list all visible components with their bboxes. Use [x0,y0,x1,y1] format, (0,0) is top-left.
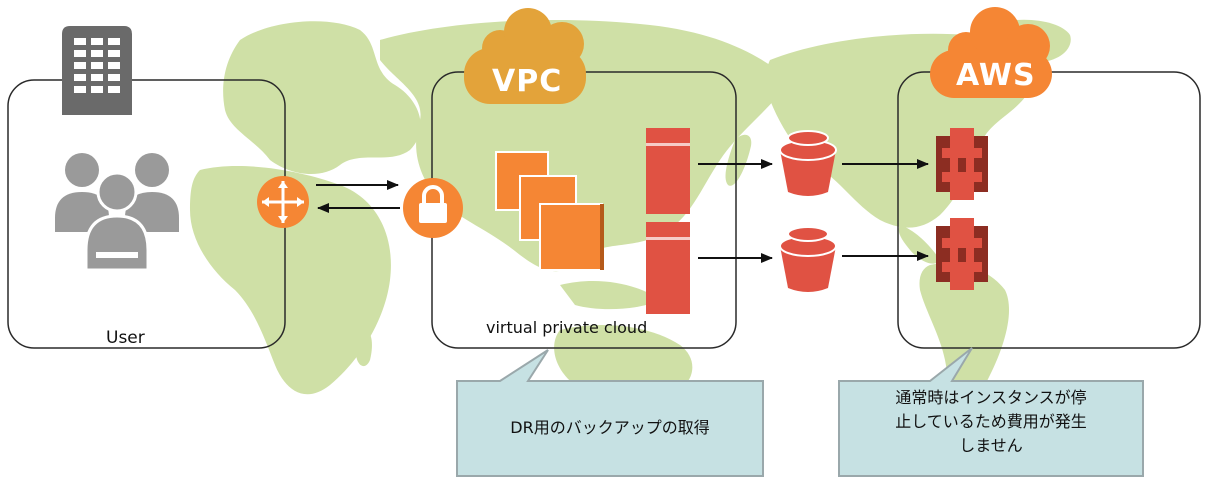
vpc-cloud-badge [464,8,586,104]
callout-left-shape [456,349,764,477]
callout-left-text: DR用のバックアップの取得 [510,418,710,437]
aws-badge-label: AWS [956,58,1036,93]
router-icon [257,176,309,228]
vpc-group-label: virtual private cloud [486,318,648,337]
s3-icon-bottom [936,218,988,290]
vpc-badge-label: VPC [492,64,563,99]
callout-right-line-3: しません [959,436,1023,455]
snapshot-bucket-icon-top [779,130,837,196]
snapshot-bucket-icon-bottom [779,226,837,292]
s3-icon-top [936,128,988,200]
callout-right-line-2: 止しているため費用が発生 [895,412,1087,431]
callout-right-text: 通常時はインスタンスが停 止しているため費用が発生 しません [839,386,1143,458]
ebs-volume-icon-top [646,128,690,214]
aws-cloud-badge [930,7,1052,98]
data-center-building-icon [62,26,132,115]
callout-right-line-1: 通常時はインスタンスが停 [895,388,1087,407]
user-group-label: User [106,328,145,348]
vpn-gateway-lock-icon [403,178,463,238]
ec2-instances-icon [495,151,604,271]
ebs-volume-icon-bottom [646,222,690,314]
callout-right-shape [838,347,1144,477]
users-icon [55,153,179,272]
